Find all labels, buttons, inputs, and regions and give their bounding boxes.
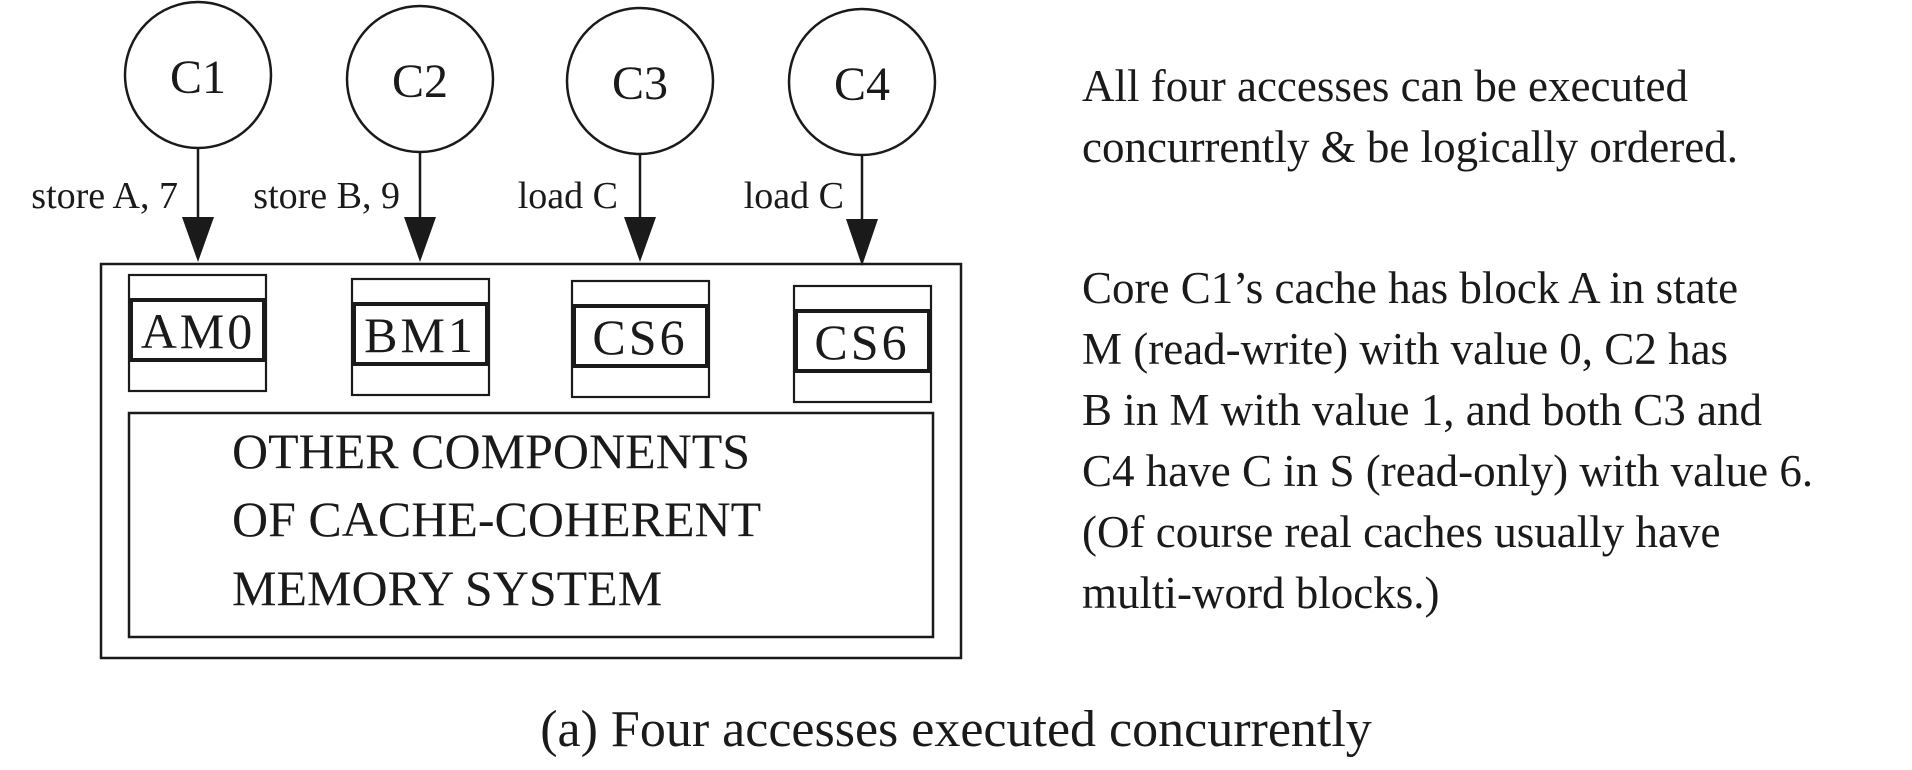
description-line: (Of course real caches usually have (1082, 507, 1721, 557)
cache-coherence-diagram: C1 store A, 7 C2 store B, 9 C3 load C C4… (31, 0, 963, 660)
figure-caption: (a) Four accesses executed concurrently (540, 701, 1372, 758)
cache-block-c1: AM0 (127, 273, 268, 393)
arrowhead-icon (846, 219, 878, 266)
cache-entry: CS6 (592, 309, 687, 365)
description-line: M (read-write) with value 0, C2 has (1082, 324, 1729, 374)
core-label: C4 (834, 58, 890, 111)
description-line: multi-word blocks.) (1082, 568, 1440, 618)
access-label: store B, 9 (253, 175, 400, 217)
access-label: load C (518, 175, 618, 217)
description-line: B in M with value 1, and both C3 and (1082, 385, 1762, 435)
arrowhead-icon (404, 217, 436, 262)
core-c3: C3 load C (518, 6, 715, 262)
cache-entry: AM0 (141, 303, 256, 359)
arrowhead-icon (624, 217, 656, 262)
memory-system-line-1: OTHER COMPONENTS (232, 423, 750, 479)
access-label: store A, 7 (31, 175, 178, 217)
core-c2: C2 store B, 9 (253, 4, 495, 262)
core-label: C3 (612, 57, 668, 110)
other-components-box (127, 411, 935, 639)
cache-block-c4: CS6 (792, 284, 933, 404)
cache-entry: BM1 (364, 307, 476, 363)
description-line: All four accesses can be executed (1082, 61, 1688, 111)
core-c1: C1 store A, 7 (31, 0, 273, 262)
cache-block-c3: CS6 (570, 279, 711, 399)
cache-entry: CS6 (814, 314, 909, 370)
core-label: C2 (392, 55, 448, 108)
description-paragraph-2: Core C1’s cache has block A in state M (… (1082, 258, 1902, 624)
core-label: C1 (170, 51, 226, 104)
description-line: concurrently & be logically ordered. (1082, 122, 1738, 172)
arrowhead-icon (182, 217, 214, 262)
memory-system-box (99, 262, 963, 660)
description-line: C4 have C in S (read-only) with value 6. (1082, 446, 1814, 496)
memory-system-line-3: MEMORY SYSTEM (232, 560, 662, 616)
cache-block-c2: BM1 (350, 277, 491, 397)
access-label: load C (744, 175, 844, 217)
core-c4: C4 load C (744, 7, 937, 266)
memory-system-line-2: OF CACHE-COHERENT (232, 491, 761, 547)
description-paragraph-1: All four accesses can be executed concur… (1082, 56, 1902, 178)
description-line: Core C1’s cache has block A in state (1082, 263, 1739, 313)
